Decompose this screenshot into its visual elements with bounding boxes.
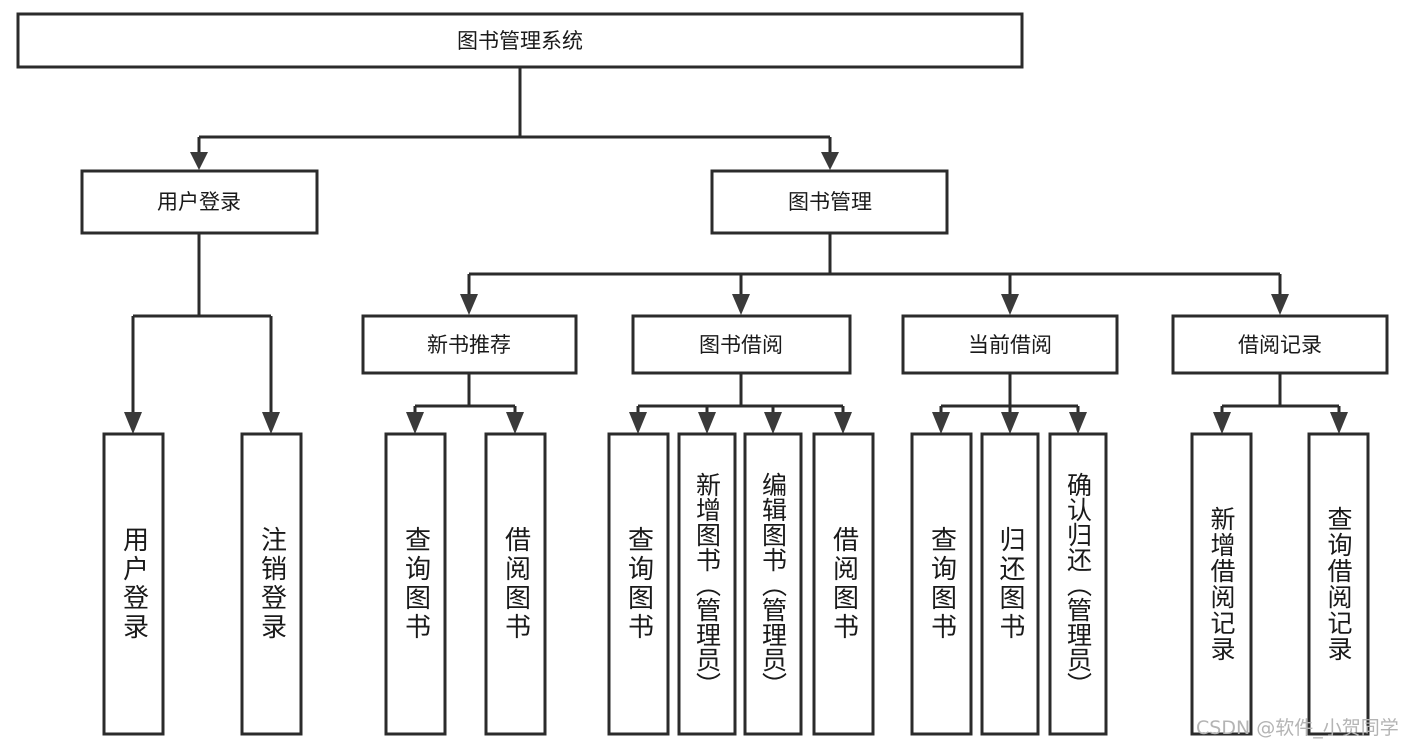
node-leaf-borrow-edit-book-admin[interactable] [743,432,803,736]
node-leaf-borrow-add-book-admin[interactable] [677,432,737,736]
node-user-login[interactable] [80,169,319,235]
arrowhead-recommend-leaf-2 [506,412,524,434]
csdn-watermark: CSDN @软件_小贺同学 [1196,717,1399,739]
arrowhead-borrow-leaf-1 [629,412,647,434]
node-new-book-recommend-label: 新书推荐 [427,333,511,357]
node-leaf-borrow-query-book[interactable] [607,432,670,736]
node-book-borrow[interactable] [631,314,852,375]
arrowhead-borrow-leaf-2 [698,412,716,434]
node-leaf-current-return-book[interactable] [980,432,1040,736]
arrowhead-borrow-leaf-4 [834,412,852,434]
node-leaf-current-confirm-return-admin[interactable] [1048,432,1108,736]
arrowhead-record-leaf-2 [1330,412,1348,434]
node-book-borrow-label: 图书借阅 [699,333,783,357]
arrowhead-current-leaf-1 [932,412,950,434]
node-book-manage-label: 图书管理 [788,190,872,214]
arrowhead-current-leaf-3 [1069,412,1087,434]
arrowhead-book-manage [821,152,839,170]
node-user-login-label: 用户登录 [157,190,241,214]
arrowhead-leaf-logout [262,412,280,434]
arrowhead-current-borrow [1001,294,1019,315]
node-root-system[interactable] [16,12,1024,69]
node-new-book-recommend[interactable] [361,314,578,375]
arrowhead-leaf-user-login [124,412,142,434]
node-leaf-recommend-query-book[interactable] [384,432,447,736]
arrowhead-current-leaf-2 [1001,412,1019,434]
arrowhead-new-book-recommend [460,294,478,315]
node-borrow-record-label: 借阅记录 [1238,333,1322,357]
node-leaf-current-query-book[interactable] [910,432,973,736]
arrowhead-book-borrow [732,294,750,315]
arrowhead-record-leaf-1 [1213,412,1231,434]
node-leaf-record-query-record[interactable] [1307,432,1370,736]
arrowhead-user-login [190,152,208,170]
node-book-manage[interactable] [710,169,949,235]
node-root-system-label: 图书管理系统 [457,29,583,53]
node-leaf-recommend-borrow-book[interactable] [484,432,547,736]
node-borrow-record[interactable] [1171,314,1389,375]
connector-layer [124,67,1348,434]
node-layer: 图书管理系统 用户登录 图书管理 新书推荐 图书借阅 当前借阅 借阅记录 [16,12,1389,736]
arrowhead-borrow-leaf-3 [764,412,782,434]
node-current-borrow-label: 当前借阅 [968,333,1052,357]
node-leaf-logout-login[interactable] [240,432,303,736]
node-leaf-user-login[interactable] [102,432,165,736]
node-current-borrow[interactable] [901,314,1119,375]
node-leaf-record-add-record[interactable] [1190,432,1253,736]
node-leaf-borrow-borrow-book[interactable] [812,432,875,736]
arrowhead-borrow-record [1271,294,1289,315]
arrowhead-recommend-leaf-1 [406,412,424,434]
